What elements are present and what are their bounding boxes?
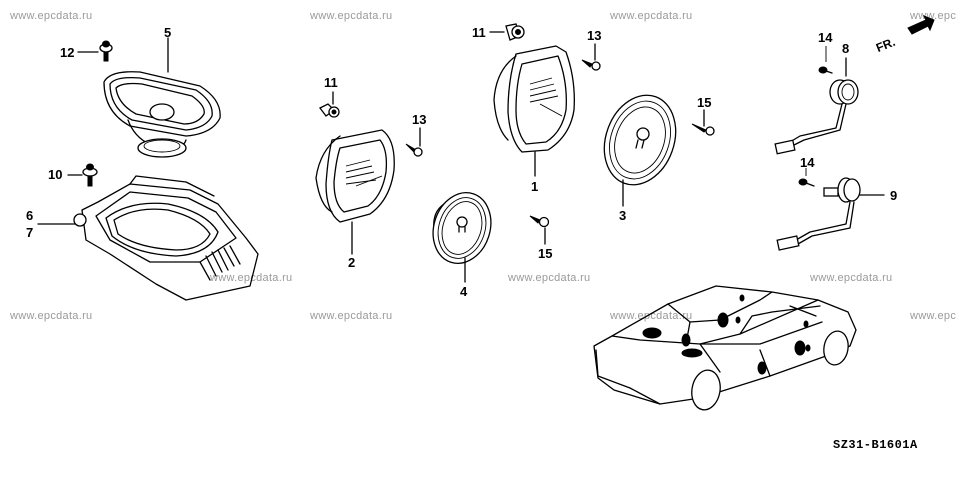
screw-13-top-icon — [581, 43, 601, 71]
clip-11-icon — [319, 91, 340, 118]
callout-13-top: 13 — [587, 28, 602, 43]
bracket-2-icon — [315, 129, 395, 255]
callout-6: 6 — [26, 208, 34, 223]
car-location-icon — [593, 285, 857, 411]
tweeter-8-icon — [774, 46, 859, 155]
callout-8: 8 — [842, 41, 850, 56]
watermark: www.epcdata.ru — [310, 310, 393, 322]
bracket-1-icon — [493, 45, 575, 177]
callout-12: 12 — [60, 45, 75, 60]
callout-4: 4 — [460, 284, 468, 299]
speaker-box-6-7-icon — [37, 175, 259, 301]
callout-1: 1 — [531, 179, 539, 194]
speaker-3-icon — [603, 94, 677, 207]
bolt-12-icon — [77, 40, 113, 62]
callout-3: 3 — [619, 208, 627, 223]
callout-2: 2 — [348, 255, 356, 270]
callout-11: 11 — [324, 75, 338, 90]
callout-15-right: 15 — [697, 95, 712, 110]
watermark: www.epcdata.ru — [508, 272, 591, 284]
callout-7: 7 — [26, 225, 34, 240]
watermark: www.epcdata.ru — [810, 272, 893, 284]
callout-10: 10 — [48, 167, 63, 182]
callout-15: 15 — [538, 246, 553, 261]
watermark: www.epc — [910, 10, 957, 22]
callout-9: 9 — [890, 188, 898, 203]
watermark: www.epcdata.ru — [10, 310, 93, 322]
watermark: www.epcdata.ru — [610, 310, 693, 322]
callout-11-top: 11 — [472, 25, 486, 40]
watermark: www.epc — [910, 310, 957, 322]
catalog-code: SZ31-B1601A — [833, 438, 918, 452]
screw-13-icon — [405, 127, 423, 157]
watermark: www.epcdata.ru — [10, 10, 93, 22]
watermark: www.epcdata.ru — [610, 10, 693, 22]
front-direction-arrow-icon — [907, 15, 935, 35]
watermark: www.epcdata.ru — [210, 272, 293, 284]
screw-15-icon — [529, 215, 550, 245]
callout-14: 14 — [818, 30, 833, 45]
callout-5: 5 — [164, 25, 172, 40]
callout-13: 13 — [412, 112, 427, 127]
tweeter-9-icon — [776, 168, 885, 251]
callout-14-lower: 14 — [800, 155, 815, 170]
watermark: www.epcdata.ru — [310, 10, 393, 22]
screw-15-right-icon — [691, 109, 715, 136]
clip-11-top-icon — [489, 23, 525, 41]
oval-speaker-5-icon — [103, 37, 221, 158]
speaker-4-icon — [432, 192, 492, 283]
bolt-10-icon — [67, 163, 98, 187]
